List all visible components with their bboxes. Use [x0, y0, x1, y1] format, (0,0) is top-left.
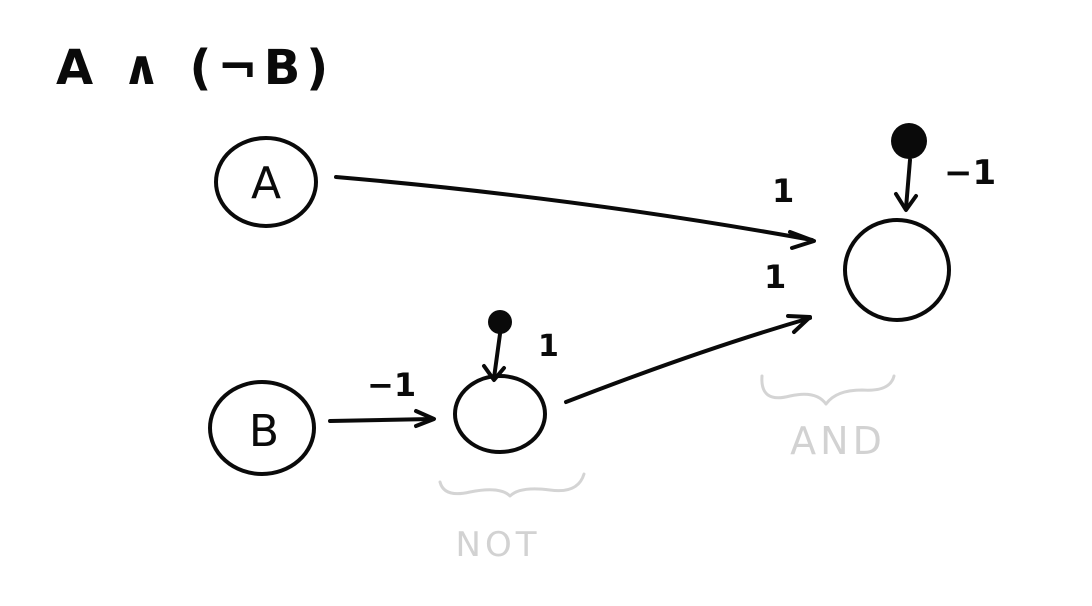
- weight-b-to-not: −1: [367, 366, 416, 404]
- edge-a-to-and: [334, 175, 816, 250]
- weight-bias-and: −1: [944, 153, 996, 193]
- edge-b-to-not: [328, 409, 436, 428]
- bias-and: [891, 123, 927, 212]
- weight-a-to-and: 1: [772, 172, 794, 210]
- node-b-label: B: [249, 406, 279, 457]
- formula-title: A ∧ (¬B): [56, 40, 334, 96]
- node-b: B: [208, 380, 316, 476]
- not-brace-icon: [438, 472, 586, 498]
- edge-not-to-and: [564, 314, 812, 404]
- not-group-label: NOT: [456, 525, 541, 565]
- and-group: AND: [760, 374, 896, 463]
- weight-not-to-and: 1: [764, 258, 786, 296]
- not-group: NOT: [438, 472, 586, 565]
- node-a: A: [214, 136, 318, 228]
- not-neuron: [453, 374, 547, 454]
- and-brace-icon: [760, 374, 896, 406]
- and-neuron: [843, 218, 951, 322]
- bias-not: [482, 310, 512, 382]
- node-a-label: A: [251, 158, 281, 209]
- and-group-label: AND: [790, 419, 886, 463]
- weight-bias-not: 1: [538, 329, 559, 364]
